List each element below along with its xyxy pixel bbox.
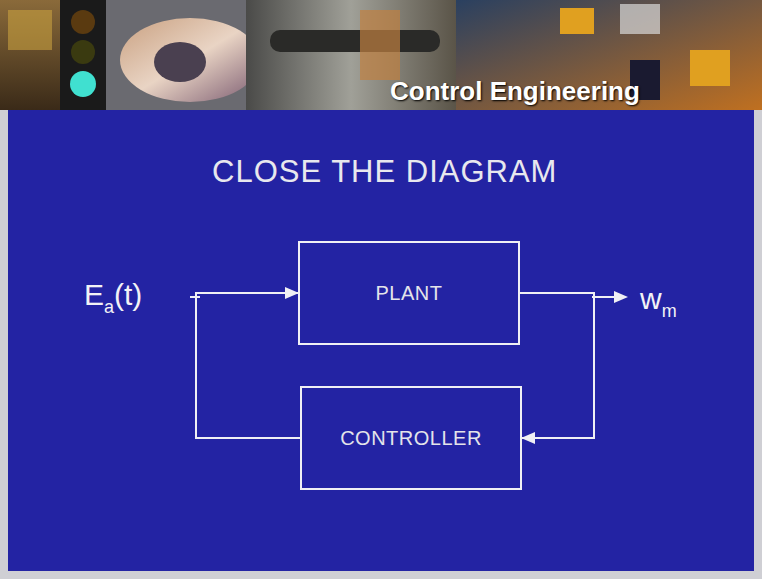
- signal-name: (t): [114, 278, 142, 311]
- plant-block: PLANT: [298, 241, 520, 345]
- banner-title: Control Engineering: [390, 76, 640, 107]
- banner-photos: [0, 0, 762, 110]
- block-label: PLANT: [376, 282, 443, 305]
- blue-panel: [8, 110, 754, 571]
- output-signal-group: wm: [640, 282, 677, 316]
- subscript: m: [662, 301, 677, 321]
- feedback-connector: [196, 293, 300, 438]
- output-arrowhead: [614, 291, 628, 303]
- input-signal-group: Ea(t): [84, 278, 142, 312]
- subscript: a: [104, 297, 114, 317]
- block-label: CONTROLLER: [340, 427, 482, 450]
- signal-name: w: [640, 282, 662, 315]
- controller-block: CONTROLLER: [300, 386, 522, 490]
- signal-name: E: [84, 278, 104, 311]
- slide-title: CLOSE THE DIAGRAM: [212, 154, 557, 190]
- feedback-connector: [520, 293, 594, 438]
